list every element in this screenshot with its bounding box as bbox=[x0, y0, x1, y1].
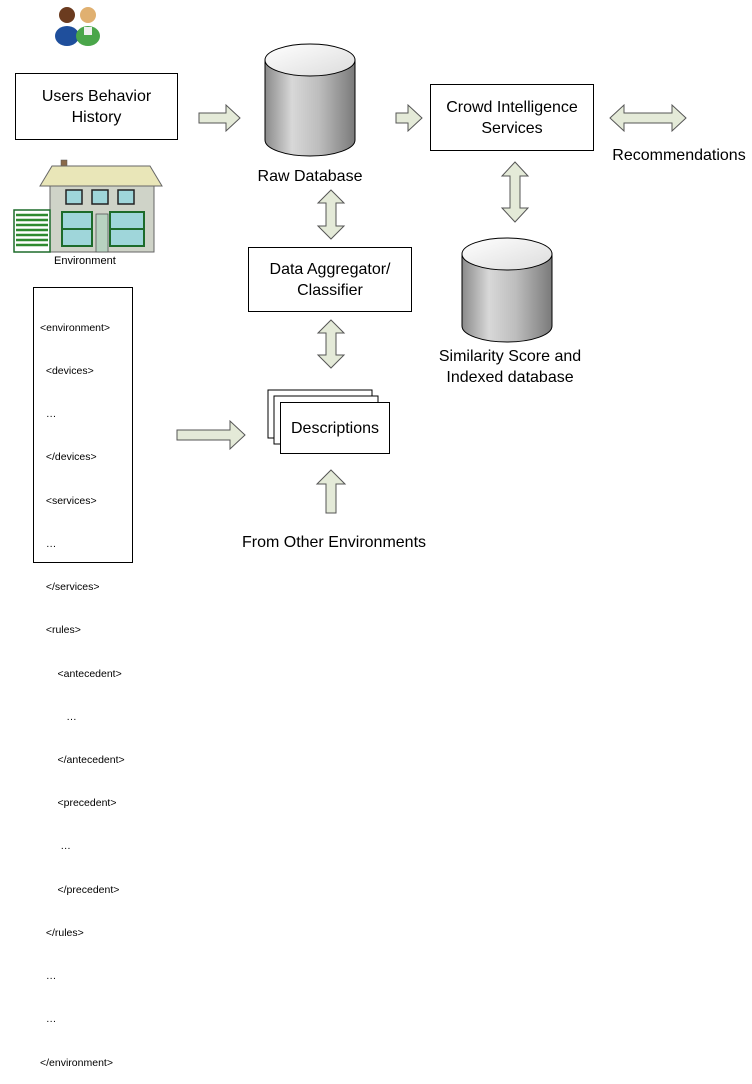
xml-line: … bbox=[40, 710, 77, 723]
xml-line: … bbox=[40, 970, 57, 983]
from-other-environments-label: From Other Environments bbox=[241, 534, 427, 551]
xml-line: <precedent> bbox=[40, 797, 117, 810]
xml-line: </rules> bbox=[40, 926, 84, 939]
arrow-aggregator-descriptions bbox=[316, 319, 346, 369]
arrow-users-to-rawdb bbox=[198, 103, 241, 133]
xml-line: </precedent> bbox=[40, 883, 120, 896]
xml-line: </services> bbox=[40, 581, 100, 594]
users-behavior-history-box: Users Behavior History bbox=[15, 73, 178, 140]
xml-line: … bbox=[40, 408, 57, 421]
descriptions-label: Descriptions bbox=[290, 419, 380, 437]
xml-line: … bbox=[40, 840, 71, 853]
arrow-crowd-similarity bbox=[500, 161, 530, 223]
diagram-graphics bbox=[13, 7, 687, 514]
similarity-database-cylinder bbox=[461, 237, 553, 343]
descriptions-box: Descriptions bbox=[280, 402, 390, 454]
raw-database-cylinder bbox=[264, 43, 356, 157]
data-aggregator-box: Data Aggregator/ Classifier bbox=[248, 247, 412, 312]
arrow-recommendations bbox=[609, 103, 687, 133]
similarity-database-label: Similarity Score and Indexed database bbox=[438, 348, 582, 386]
environment-xml-box: <environment> <devices> … </devices> <se… bbox=[33, 287, 133, 1069]
xml-line: <rules> bbox=[40, 624, 81, 637]
xml-line: <services> bbox=[40, 494, 97, 507]
xml-line: … bbox=[40, 1013, 57, 1026]
xml-line: <environment> bbox=[40, 321, 111, 334]
crowd-intelligence-label: Crowd Intelligence Services bbox=[446, 98, 578, 137]
xml-line: </environment> bbox=[40, 1056, 113, 1069]
arrow-rawdb-to-crowd bbox=[395, 103, 423, 133]
xml-line: <antecedent> bbox=[40, 667, 122, 680]
xml-line: </antecedent> bbox=[40, 754, 125, 766]
raw-database-label: Raw Database bbox=[257, 168, 363, 185]
xml-line: … bbox=[40, 537, 57, 550]
users-behavior-history-label: Users Behavior History bbox=[41, 87, 152, 126]
xml-line: <devices> bbox=[40, 365, 94, 378]
crowd-intelligence-box: Crowd Intelligence Services bbox=[430, 84, 594, 151]
users-icon bbox=[55, 7, 100, 46]
arrow-xml-to-descriptions bbox=[176, 419, 246, 451]
house-icon bbox=[13, 159, 163, 253]
recommendations-label: Recommendations bbox=[612, 147, 746, 164]
data-aggregator-label: Data Aggregator/ Classifier bbox=[269, 260, 391, 299]
environment-label: Environment bbox=[54, 255, 116, 267]
arrow-other-env-to-descriptions bbox=[315, 469, 347, 514]
arrow-rawdb-aggregator bbox=[316, 189, 346, 240]
xml-line: </devices> bbox=[40, 451, 97, 464]
